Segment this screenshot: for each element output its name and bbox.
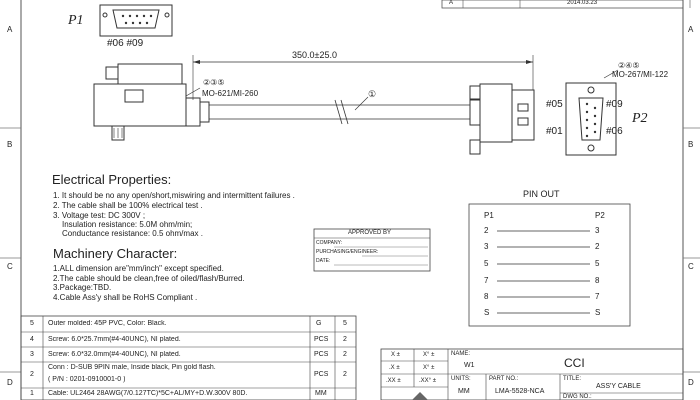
bom-qty: 5	[343, 320, 347, 327]
p1-connector-face	[99, 4, 173, 37]
electrical-line-3: 3. Voltage test: DC 300V ;	[53, 211, 146, 220]
units-value: MM	[458, 388, 470, 395]
left-connector-side	[93, 63, 210, 141]
border-letter-right-c: C	[688, 262, 694, 271]
bom-no: 2	[30, 371, 34, 378]
bom-unit: G	[316, 320, 322, 327]
p2-pin-09: #09	[606, 99, 623, 110]
tol-row2-b: X° ±	[423, 365, 435, 371]
p2-pin-01: #01	[546, 126, 563, 137]
tol-row1-a: X ±	[391, 352, 400, 358]
machinery-line-1: 1.ALL dimension are"mm/inch" except spec…	[53, 264, 224, 273]
bom-no: 3	[30, 351, 34, 358]
bom-no: 5	[30, 320, 34, 327]
bom-unit: PCS	[314, 336, 329, 343]
border-letter-left-b: B	[7, 140, 13, 149]
dwg-label: DWG NO.:	[563, 394, 592, 400]
part-value: LMA-5528-NCA	[495, 388, 545, 395]
machinery-line-4: 4.Cable Ass'y shall be RoHS Compliant .	[53, 293, 198, 302]
name-label: NAME:	[451, 351, 471, 357]
p2-connector-face	[565, 69, 619, 156]
bom-qty: 2	[343, 371, 347, 378]
bom-desc: Outer molded: 45P PVC, Color: Black.	[48, 320, 167, 327]
border-letter-right-b: B	[688, 140, 694, 149]
left-connector-part: MO-621/MI-260	[202, 89, 259, 98]
p2-pin-06: #06	[606, 126, 623, 137]
cable-callout: ①	[368, 89, 377, 99]
p1-pin-numbers: #06 #09	[107, 38, 144, 49]
bom-qty: 2	[343, 336, 347, 343]
right-connector-side	[469, 83, 535, 155]
pinout-right-2: 2	[595, 242, 600, 251]
pinout-right-1: 3	[595, 226, 600, 235]
pinout-left-6: S	[484, 308, 490, 317]
pinout-wires	[497, 230, 590, 314]
p2-label: P2	[632, 111, 648, 126]
machinery-line-2: 2.The cable should be clean,free of oile…	[53, 274, 245, 283]
bom-unit: PCS	[314, 371, 329, 378]
bom-no: 1	[30, 390, 34, 397]
pinout-right-6: S	[595, 308, 601, 317]
border-letter-right-a: A	[688, 25, 694, 34]
electrical-line-2: 2. The cable shall be 100% electrical te…	[53, 201, 203, 210]
bom-grid	[20, 315, 357, 400]
pinout-left-2: 3	[484, 242, 489, 251]
border-letter-left-c: C	[7, 262, 13, 271]
pinout-col-p1: P1	[484, 211, 494, 220]
bom-desc: Cable: UL2464 28AWG(7/0.127TC)*5C+AL/MY+…	[48, 390, 248, 397]
bom-desc: Conn : D-SUB 9PIN male, Inside black, Pi…	[48, 364, 216, 371]
approval-company-label: COMPANY:	[316, 240, 343, 246]
pinout-title: PIN OUT	[523, 189, 560, 199]
approval-purchasing-label: PURCHASING/ENGINEER:	[316, 249, 379, 255]
pinout-left-1: 2	[484, 226, 489, 235]
title-block-grid	[380, 348, 684, 400]
pinout-left-5: 8	[484, 292, 489, 301]
cable-length-dimension: 350.0±25.0	[292, 50, 337, 60]
revision-date: 2014.03.23	[567, 0, 598, 6]
machinery-title: Machinery Character:	[53, 246, 178, 261]
machinery-line-3: 3.Package:TBD.	[53, 283, 112, 292]
bom-unit: PCS	[314, 351, 329, 358]
bom-desc-2: ( P/N : 0201-0910001-0 )	[48, 376, 126, 383]
border-letter-right-d: D	[688, 378, 694, 387]
tol-row3-b: .XX° ±	[419, 378, 437, 384]
tol-row2-a: .X ±	[389, 365, 400, 371]
pinout-left-3: 5	[484, 259, 489, 268]
revision-letter: A	[449, 0, 454, 6]
p1-label: P1	[68, 13, 84, 28]
border-letter-left-a: A	[7, 25, 13, 34]
company-name: CCI	[564, 356, 585, 370]
units-label: UNITS:	[451, 376, 471, 382]
bom-desc: Screw: 6.0*25.7mm(#4-40UNC), NI plated.	[48, 336, 181, 343]
bom-no: 4	[30, 336, 34, 343]
bom-unit: MM	[315, 390, 327, 397]
title-value: ASS'Y CABLE	[596, 383, 641, 390]
electrical-title: Electrical Properties:	[52, 172, 172, 187]
bom-desc: Screw: 6.0*32.0mm(#4-40UNC), NI plated.	[48, 351, 181, 358]
electrical-line-4: Insulation resistance: 5.0M ohm/min;	[62, 220, 193, 229]
electrical-line-1: 1. It should be no any open/short,miswir…	[53, 191, 295, 200]
part-label: PART NO.:	[489, 376, 519, 382]
border-letter-left-d: D	[7, 378, 13, 387]
p2-part: MO-267/MI-122	[612, 70, 669, 79]
approval-title: APPROVED BY	[348, 230, 392, 236]
pinout-right-4: 8	[595, 276, 600, 285]
approval-date-label: DATE:	[316, 258, 331, 264]
tol-row3-a: .XX ±	[386, 378, 401, 384]
name-value: W1	[464, 362, 475, 369]
pinout-left-4: 7	[484, 276, 489, 285]
pinout-right-3: 5	[595, 259, 600, 268]
p2-refs: ②④⑤	[618, 61, 640, 70]
p2-pin-05: #05	[546, 99, 563, 110]
tol-row1-b: X° ±	[423, 352, 435, 358]
pinout-right-5: 7	[595, 292, 600, 301]
electrical-line-5: Conductance resistance: 0.5 ohm/max .	[62, 229, 203, 238]
bom-qty: 2	[343, 351, 347, 358]
title-label: TITLE:	[563, 376, 582, 382]
pinout-col-p2: P2	[595, 211, 605, 220]
left-connector-refs: ②③⑤	[203, 78, 225, 87]
